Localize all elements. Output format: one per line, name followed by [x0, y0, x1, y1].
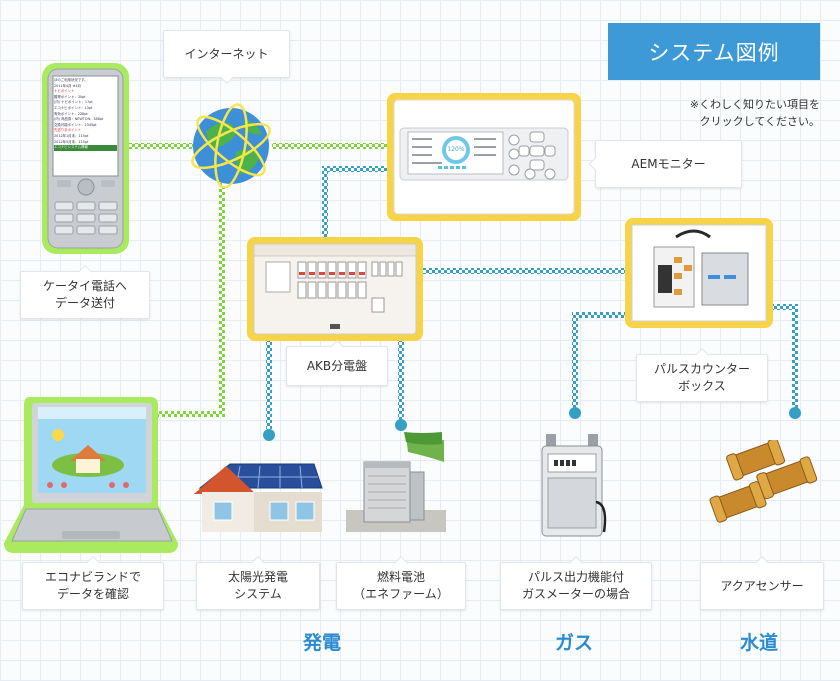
fuelcell-label[interactable]: 燃料電池 （エネファーム） — [336, 562, 466, 610]
pulse-counter-label[interactable]: パルスカウンター ボックス — [636, 354, 768, 402]
category-gas: ガス — [555, 632, 594, 654]
phone-screen-line: ほのご利用状況です。 — [54, 78, 88, 82]
label-text: （エネファーム） — [353, 587, 449, 601]
internet-globe[interactable] — [188, 102, 274, 189]
note-line: クリックしてください。 — [699, 115, 820, 128]
pulse-counter-box-device[interactable] — [624, 217, 774, 329]
label-text: データ送付 — [54, 296, 115, 310]
category-water: 水道 — [740, 632, 779, 654]
solar-house-icon — [194, 463, 323, 532]
phone-screen-line: 2012年1月末：115pt — [54, 133, 89, 138]
label-text: ボックス — [678, 379, 726, 393]
aem-monitor-icon — [387, 93, 581, 221]
akb-distribution-board[interactable] — [246, 236, 424, 342]
aem-gauge-value: 120% — [447, 146, 465, 153]
label-text: アクアセンサー — [720, 578, 804, 593]
phone-screen-line: ナビポイント — [54, 89, 75, 94]
phone-screen-text: ほのご利用状況です。 2011年4月 ※4月 ナビポイント 獲得ポイント：30p… — [54, 78, 117, 174]
mobile-phone-device[interactable]: ほのご利用状況です。 2011年4月 ※4月 ナビポイント 獲得ポイント：30p… — [41, 62, 130, 255]
aem-monitor-device[interactable]: 120% — [386, 92, 582, 222]
label-text: ケータイ電話へ — [42, 279, 127, 293]
label-text: システム — [234, 587, 282, 601]
distribution-board-icon — [247, 237, 423, 341]
globe-icon — [191, 103, 271, 189]
laptop-icon — [4, 397, 178, 553]
gas-meter-icon — [541, 434, 607, 537]
label-text: ガスメーターの場合 — [521, 587, 630, 601]
label-text: エコナビランドで — [44, 570, 141, 584]
phone-screen-line: 2011年4月 ※4月 — [54, 83, 82, 88]
label-text: データを確認 — [56, 587, 129, 601]
internet-label[interactable]: インターネット — [163, 30, 290, 78]
page-title: システム図例 — [608, 23, 820, 80]
signal-lines — [266, 166, 798, 432]
label-text: パルスカウンター — [653, 362, 750, 376]
pulse-counter-box-icon — [625, 218, 773, 328]
solar-label[interactable]: 太陽光発電 システム — [196, 562, 320, 610]
gasmeter-label[interactable]: パルス出力機能付 ガスメーターの場合 — [500, 562, 652, 610]
aem-monitor-label[interactable]: AEMモニター — [595, 140, 742, 188]
note-line: ※くわしく知りたい項目を — [689, 98, 820, 111]
network-lines — [128, 143, 390, 417]
ecozabiland-label[interactable]: エコナビランドで データを確認 — [22, 562, 164, 610]
phone-screen-line: (内) ナビポイント：17pt — [54, 100, 93, 105]
line-endpoints — [263, 407, 801, 441]
aqua-label[interactable]: アクアセンサー — [700, 562, 824, 610]
label-text: パルス出力機能付 — [527, 570, 624, 584]
fuel-cell-icon — [346, 432, 446, 532]
gas-meter-image[interactable] — [536, 432, 612, 540]
mobile-phone-icon — [42, 63, 129, 254]
aqua-sensor-icon — [709, 438, 818, 523]
laptop-device[interactable] — [2, 393, 180, 555]
label-text: インターネット — [184, 46, 269, 61]
phone-screen-line: 有効ポイント：228pt — [54, 111, 88, 116]
label-text: AKB分電盤 — [306, 358, 368, 373]
instruction-note: ※くわしく知りたい項目を クリックしてください。 — [640, 96, 820, 130]
label-text: 燃料電池 — [376, 570, 425, 584]
category-power: 発電 — [303, 632, 342, 654]
akb-label[interactable]: AKB分電盤 — [286, 346, 388, 386]
aqua-sensor-image[interactable] — [702, 438, 832, 530]
phone-screen-line: 先送りまポイント — [54, 128, 82, 133]
keitai-label[interactable]: ケータイ電話へ データ送付 — [20, 271, 150, 319]
phone-screen-line: 獲得ポイント：30pt — [54, 94, 86, 99]
phone-screen-line: 2012年5月末：115pt — [54, 139, 89, 144]
fuel-cell-image[interactable] — [346, 432, 446, 532]
label-text: 太陽光発電 — [227, 570, 288, 584]
solar-house-image[interactable] — [190, 450, 330, 534]
phone-screen-line: 交換可能ポイント：2345pt — [54, 122, 97, 127]
phone-screen-line: エコナビシステム情報 — [54, 145, 117, 151]
phone-screen-line: (内) 商品券：NEWTON：388pt — [54, 117, 104, 122]
label-text: AEMモニター — [631, 156, 706, 171]
phone-screen-line: エコナビポイント：13pt — [54, 105, 93, 110]
